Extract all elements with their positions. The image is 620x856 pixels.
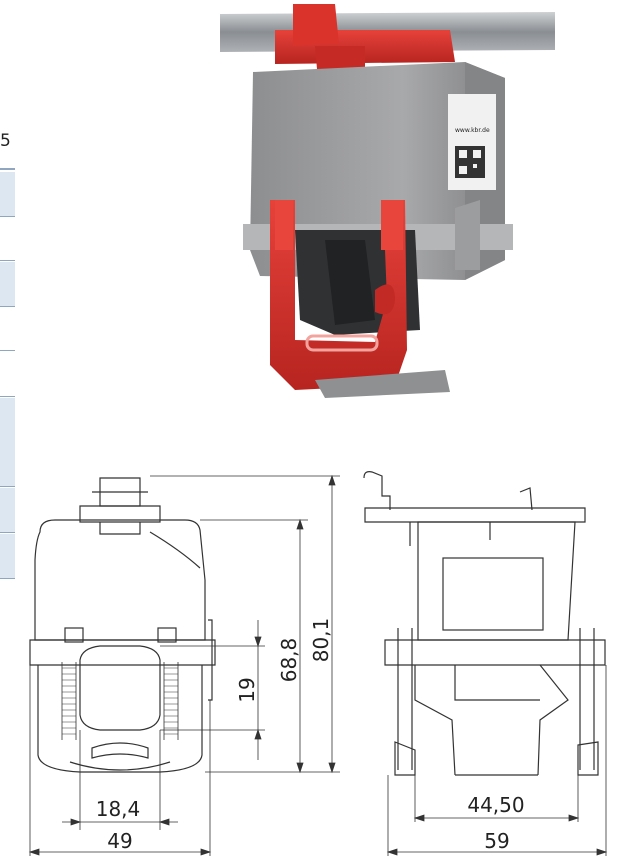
table-row: [0, 216, 15, 261]
table-row: [0, 442, 15, 487]
front-dimension-lines: [28, 474, 340, 856]
table-title-fragment: 5: [0, 131, 11, 151]
label-text: www.kbr.de: [455, 127, 490, 134]
dim-side-width-total: 59: [484, 829, 509, 853]
table-row: [0, 168, 15, 170]
table-row: [0, 172, 15, 217]
table-row: [0, 262, 15, 307]
table-row: [0, 488, 15, 533]
product-photo: www.kbr.de: [220, 4, 555, 398]
dim-opening-height: 19: [235, 677, 259, 702]
dim-opening-width: 18,4: [96, 797, 141, 821]
table-row: [0, 306, 15, 351]
dim-side-inner-width: 44,50: [467, 793, 524, 817]
dim-front-height-total: 80,1: [309, 618, 333, 663]
table-row: [0, 352, 15, 397]
side-view-drawing: [363, 471, 606, 776]
side-dimension-lines: [386, 665, 608, 856]
dim-front-width-total: 49: [107, 829, 132, 853]
front-view-drawing: [29, 477, 216, 773]
dim-front-height-body: 68,8: [277, 638, 301, 683]
table-row: [0, 534, 15, 579]
table-fragment: 5: [0, 0, 16, 856]
red-clip: [270, 200, 407, 390]
